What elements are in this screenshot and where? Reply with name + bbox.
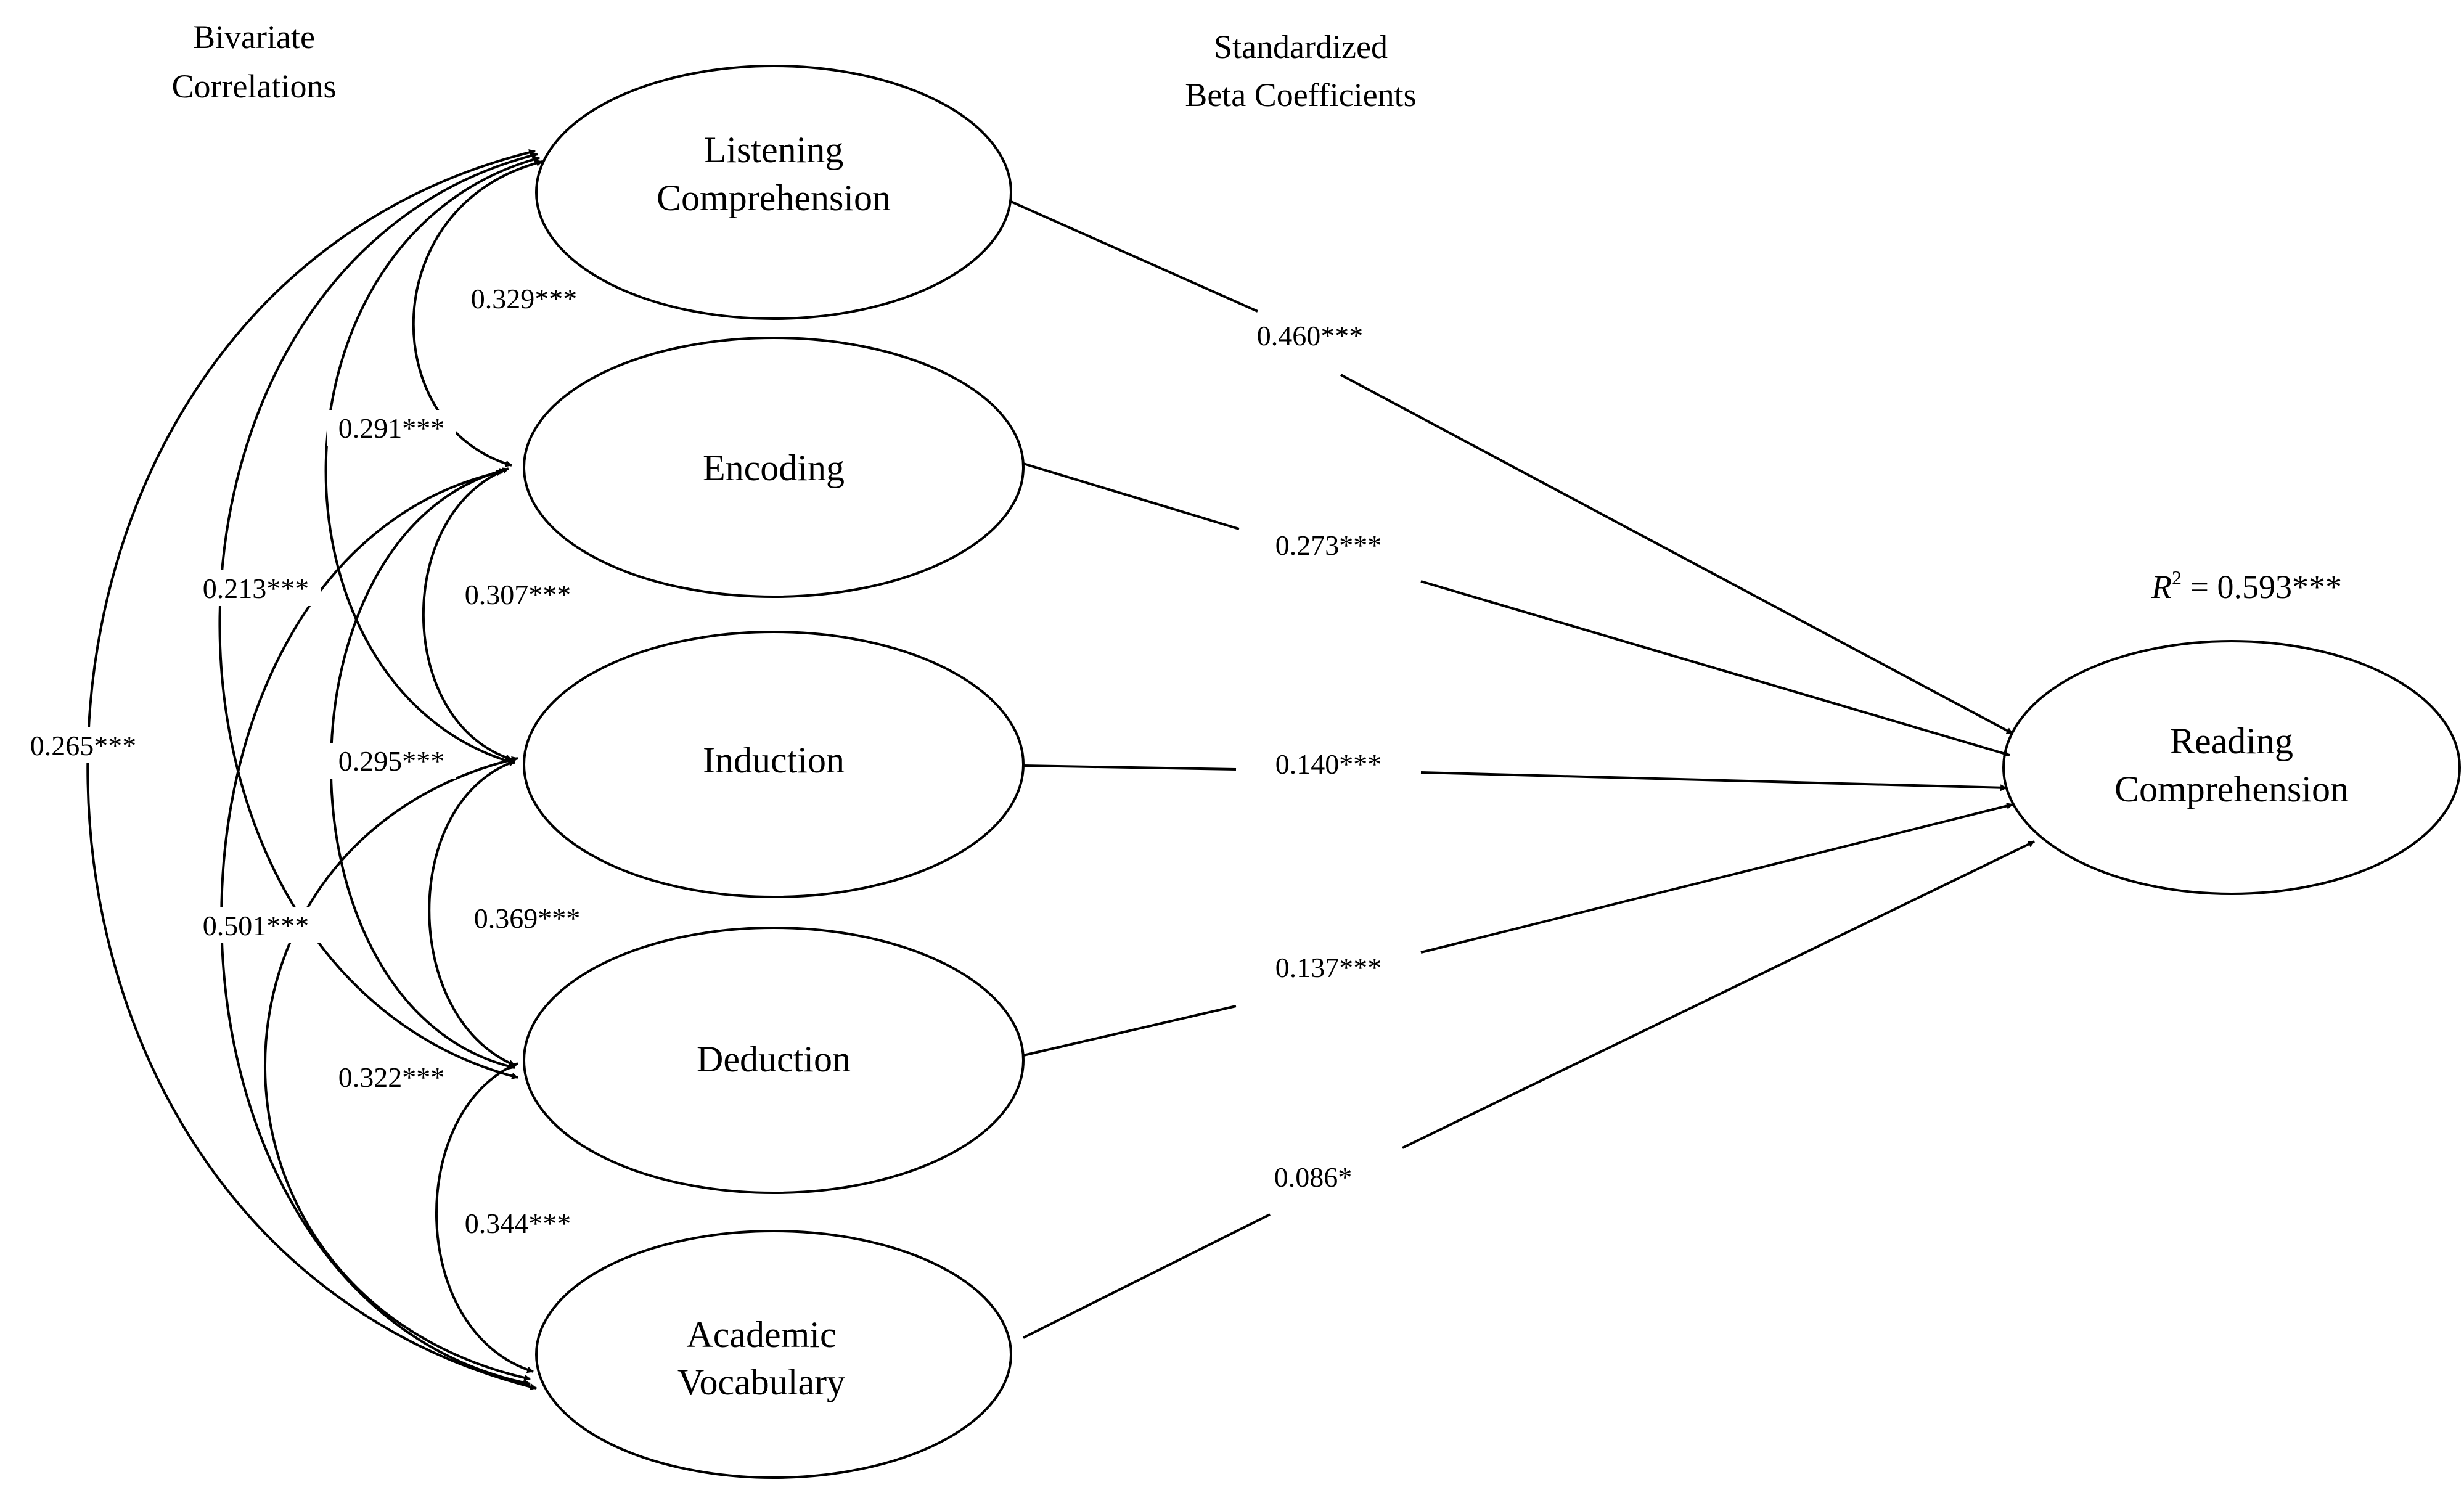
path-vocabulary-to-reading <box>1402 840 2035 1149</box>
heading-standardized-line1: Standardized <box>1214 28 1388 65</box>
r-squared-value: = 0.593*** <box>2182 568 2342 605</box>
heading-standardized-line2: Beta Coefficients <box>1185 76 1416 113</box>
arc-induction-deduction <box>428 760 516 1066</box>
arc-listening-deduction <box>218 152 539 1079</box>
correlation-label-backgrounds <box>17 280 592 1241</box>
path-encoding-to-reading <box>1420 580 2011 757</box>
corr-deduction-vocabulary: 0.344*** <box>465 1208 571 1239</box>
path-listening-to-reading <box>1340 374 2013 735</box>
r-squared-label: R2 = 0.593*** <box>2151 567 2342 605</box>
label-vocabulary-line2: Vocabulary <box>677 1362 845 1402</box>
label-listening-line1: Listening <box>704 129 844 170</box>
path-deduction-to-label <box>1023 1005 1237 1057</box>
label-vocabulary-line1: Academic <box>686 1314 836 1355</box>
corr-induction-vocabulary: 0.322*** <box>338 1062 445 1093</box>
arc-listening-vocabulary <box>86 149 538 1390</box>
label-listening-line2: Comprehension <box>657 178 891 218</box>
arc-deduction-vocabulary <box>435 1062 534 1373</box>
corr-listening-vocabulary: 0.265*** <box>30 730 137 761</box>
node-reading-comprehension <box>2002 640 2461 895</box>
arc-listening-induction <box>324 156 541 765</box>
label-induction: Induction <box>703 740 845 780</box>
path-induction-to-reading <box>1420 771 2008 792</box>
r-squared-symbol: R <box>2151 568 2172 605</box>
corr-encoding-deduction: 0.295*** <box>338 745 445 777</box>
corr-listening-deduction: 0.213*** <box>203 573 309 604</box>
beta-deduction: 0.137*** <box>1275 952 1382 983</box>
arc-induction-vocabulary <box>264 756 531 1381</box>
label-reading-line2: Comprehension <box>2114 769 2349 809</box>
r-squared-superscript: 2 <box>2172 567 2182 589</box>
heading-bivariate-line2: Correlations <box>172 68 337 105</box>
beta-induction: 0.140*** <box>1275 748 1382 780</box>
path-encoding-to-label <box>1023 462 1240 530</box>
beta-listening: 0.460*** <box>1257 320 1364 351</box>
path-deduction-to-reading <box>1420 803 2014 954</box>
corr-listening-encoding: 0.329*** <box>471 283 578 314</box>
path-listening-to-label <box>1010 200 1258 313</box>
corr-encoding-vocabulary: 0.501*** <box>203 910 309 941</box>
beta-encoding: 0.273*** <box>1275 530 1382 561</box>
beta-vocabulary: 0.086* <box>1274 1161 1353 1193</box>
arc-listening-encoding <box>412 160 544 467</box>
heading-bivariate-line1: Bivariate <box>193 18 315 55</box>
path-vocabulary-to-label <box>1023 1213 1271 1339</box>
corr-induction-deduction: 0.369*** <box>474 902 581 934</box>
label-reading-line1: Reading <box>2170 721 2293 761</box>
arc-encoding-induction <box>422 467 513 761</box>
path-induction-to-label <box>1023 764 1237 771</box>
corr-encoding-induction: 0.307*** <box>465 579 571 610</box>
label-deduction: Deduction <box>697 1039 851 1079</box>
label-encoding: Encoding <box>703 448 845 488</box>
corr-listening-induction: 0.291*** <box>338 412 445 444</box>
